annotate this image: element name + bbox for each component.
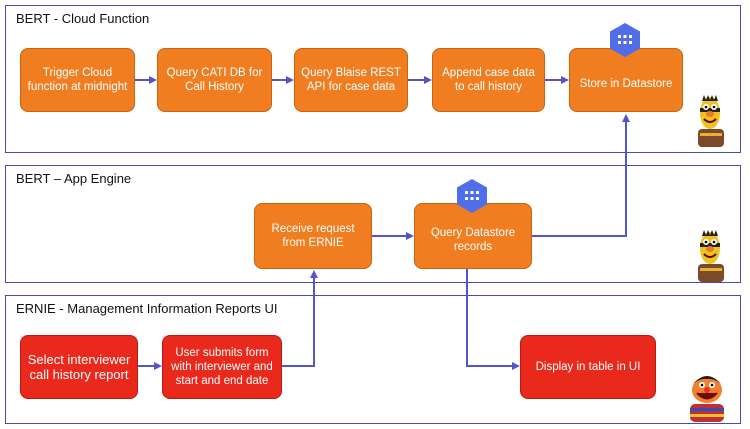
- box-trigger-label: Trigger Cloud function at midnight: [27, 67, 128, 93]
- box-select-report: Select interviewer call history report: [20, 335, 138, 399]
- box-query-datastore-label: Query Datastore records: [430, 227, 516, 253]
- datastore-hexagon-icon: [457, 179, 487, 213]
- box-append-case-label: Append case data to call history: [442, 67, 535, 93]
- box-trigger-cloud-function: Trigger Cloud function at midnight: [20, 48, 135, 112]
- box-receive-request: Receive request from ERNIE: [254, 203, 372, 269]
- box-user-submits-form: User submits form with interviewer and s…: [162, 335, 282, 399]
- box-query-blaise-label: Query Blaise REST API for case data: [301, 67, 401, 93]
- lane-title-ernie: ERNIE - Management Information Reports U…: [16, 301, 278, 316]
- box-display-label: Display in table in UI: [535, 361, 641, 373]
- bert-mascot-icon: [698, 95, 724, 147]
- box-user-submits-label: User submits form with interviewer and s…: [171, 347, 273, 387]
- box-query-cati-db: Query CATI DB for Call History: [157, 48, 272, 112]
- box-store-in-datastore: Store in Datastore: [569, 48, 683, 112]
- box-select-report-label: Select interviewer call history report: [27, 352, 131, 382]
- box-query-cati-label: Query CATI DB for Call History: [166, 67, 263, 93]
- box-query-blaise-api: Query Blaise REST API for case data: [294, 48, 408, 112]
- lane-bert-app-engine: BERT – App Engine: [5, 165, 741, 283]
- box-display-in-table: Display in table in UI: [520, 335, 656, 399]
- lane-title-cloud-function: BERT - Cloud Function: [16, 11, 150, 26]
- box-receive-label: Receive request from ERNIE: [271, 223, 355, 249]
- lane-title-app-engine: BERT – App Engine: [16, 171, 132, 186]
- box-append-case-data: Append case data to call history: [432, 48, 545, 112]
- datastore-hexagon-icon: [610, 23, 640, 57]
- bert-mascot-icon: [698, 230, 724, 282]
- box-store-label: Store in Datastore: [579, 78, 673, 90]
- ernie-mascot-icon: [690, 376, 724, 422]
